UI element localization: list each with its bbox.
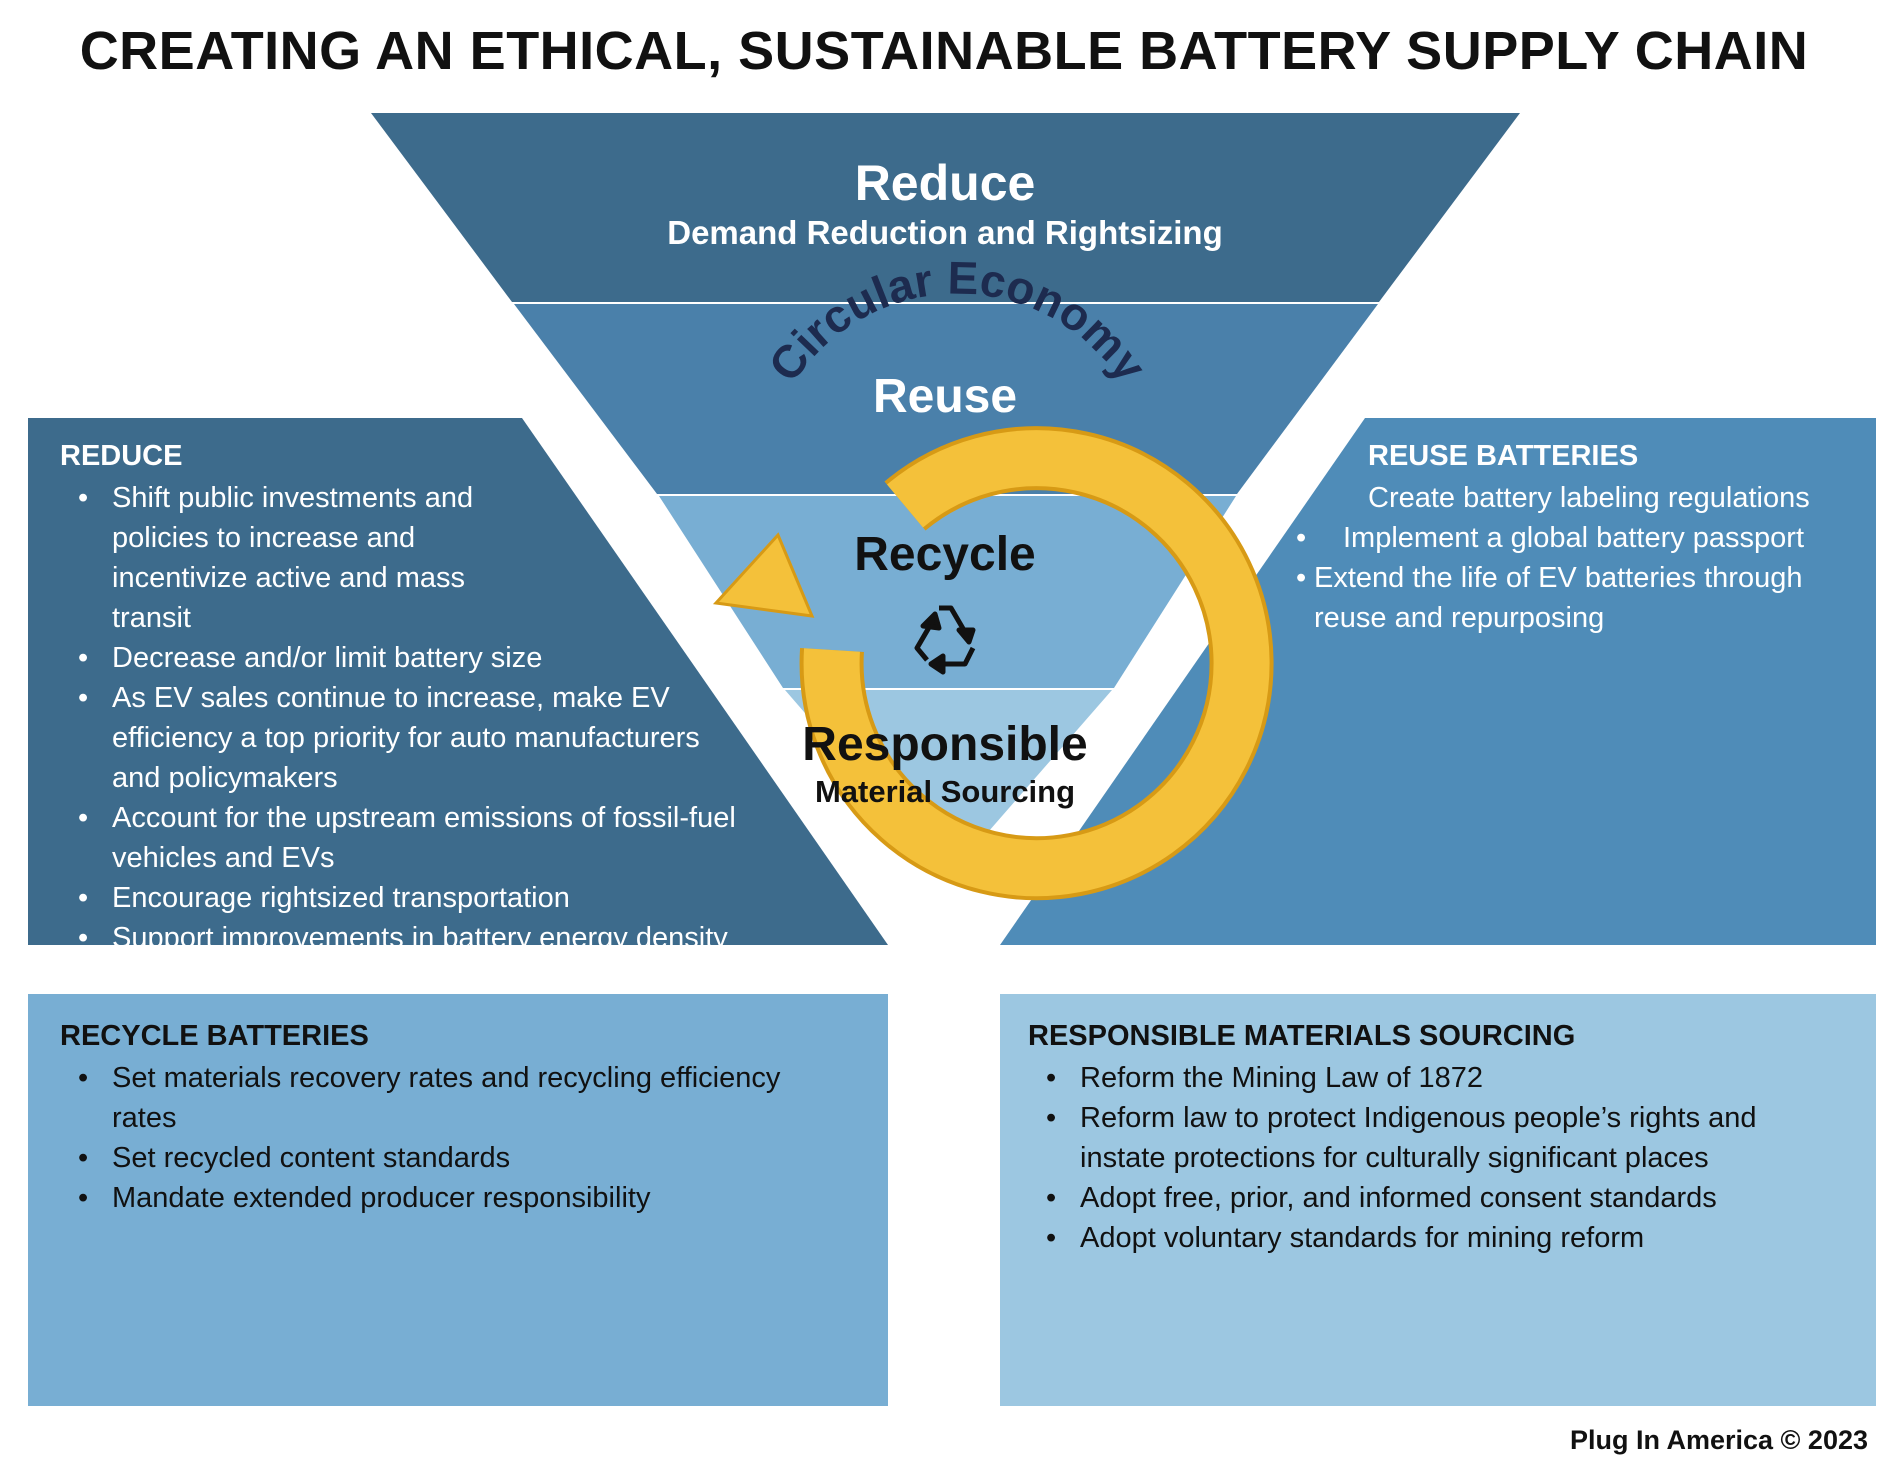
list-item: Adopt voluntary standards for mining ref… bbox=[1028, 1218, 1848, 1258]
list-item: Decrease and/or limit battery size bbox=[60, 638, 780, 678]
sourcing-list: Reform the Mining Law of 1872 Reform law… bbox=[1028, 1058, 1848, 1258]
list-item: Account for the upstream emissions of fo… bbox=[60, 798, 832, 878]
list-item: Create battery labeling regulations bbox=[1278, 478, 1838, 518]
funnel-recycle-title: Recycle bbox=[854, 528, 1035, 581]
list-item: Set materials recovery rates and recycli… bbox=[60, 1058, 812, 1138]
recycle-icon bbox=[914, 605, 976, 675]
list-item: Extend the life of EV batteries through … bbox=[1278, 558, 1838, 638]
list-item: Reform law to protect Indigenous people’… bbox=[1028, 1098, 1800, 1178]
list-item: Mandate extended producer responsibility bbox=[60, 1178, 820, 1218]
circular-arrow-head bbox=[712, 532, 815, 618]
reduce-heading: REDUCE bbox=[60, 440, 183, 472]
reuse-heading: REUSE BATTERIES bbox=[1368, 440, 1639, 472]
list-item: Support improvements in battery energy d… bbox=[60, 918, 780, 958]
page-title: CREATING AN ETHICAL, SUSTAINABLE BATTERY… bbox=[79, 21, 1809, 81]
list-item: Reform the Mining Law of 1872 bbox=[1028, 1058, 1848, 1098]
funnel-responsible-title: Responsible bbox=[802, 718, 1087, 771]
funnel-reduce-title: Reduce bbox=[855, 155, 1036, 211]
funnel-reduce-band bbox=[371, 113, 1520, 302]
funnel-reuse-title: Reuse bbox=[873, 370, 1017, 423]
reduce-panel-text: REDUCE Shift public investments and poli… bbox=[60, 436, 780, 958]
funnel-responsible-subtitle: Material Sourcing bbox=[815, 774, 1075, 809]
recycle-list: Set materials recovery rates and recycli… bbox=[60, 1058, 820, 1218]
list-item: Shift public investments and policies to… bbox=[60, 478, 532, 638]
funnel-reuse-band bbox=[514, 304, 1378, 494]
reuse-panel-text: REUSE BATTERIES Create battery labeling … bbox=[1278, 436, 1838, 638]
copyright-footer: Plug In America © 2023 bbox=[1569, 1425, 1868, 1455]
reuse-list: Create battery labeling regulations Impl… bbox=[1278, 478, 1838, 638]
list-item: As EV sales continue to increase, make E… bbox=[60, 678, 722, 798]
sourcing-heading: RESPONSIBLE MATERIALS SOURCING bbox=[1028, 1020, 1576, 1052]
list-item: Encourage rightsized transportation bbox=[60, 878, 780, 918]
list-item: Adopt free, prior, and informed consent … bbox=[1028, 1178, 1848, 1218]
funnel-reduce-subtitle: Demand Reduction and Rightsizing bbox=[667, 214, 1223, 251]
list-item: Implement a global battery passport bbox=[1278, 518, 1838, 558]
recycle-heading: RECYCLE BATTERIES bbox=[60, 1020, 369, 1052]
reduce-list: Shift public investments and policies to… bbox=[60, 478, 780, 958]
recycle-panel-text: RECYCLE BATTERIES Set materials recovery… bbox=[60, 1016, 820, 1218]
sourcing-panel-text: RESPONSIBLE MATERIALS SOURCING Reform th… bbox=[1028, 1016, 1848, 1258]
list-item: Set recycled content standards bbox=[60, 1138, 820, 1178]
funnel-recycle-band bbox=[659, 496, 1236, 688]
